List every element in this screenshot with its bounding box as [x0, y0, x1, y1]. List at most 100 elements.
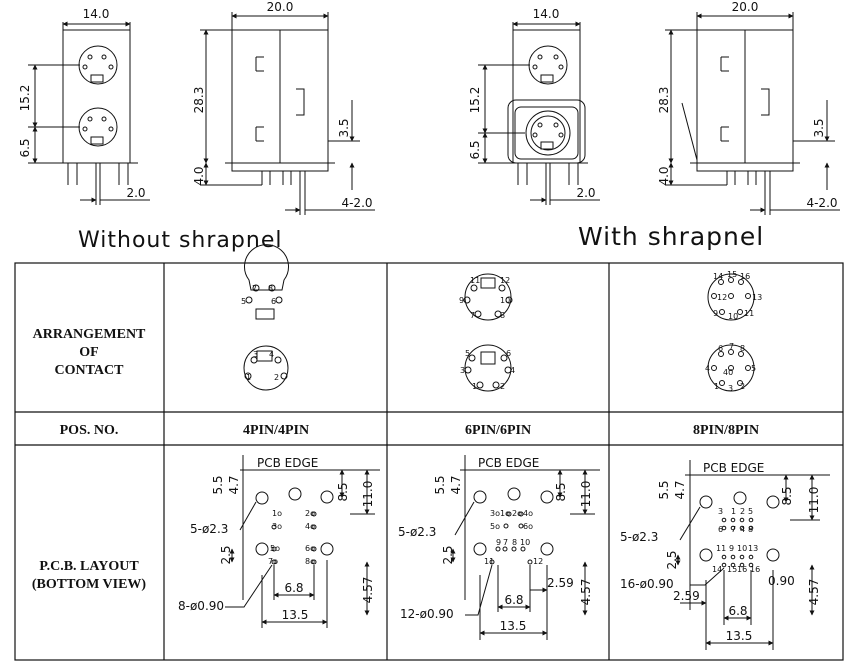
dim-right-front-width: 14.0 — [533, 7, 560, 21]
svg-text:5o: 5o — [270, 544, 280, 553]
svg-text:11: 11 — [716, 544, 726, 553]
svg-text:5: 5 — [748, 507, 753, 516]
svg-text:14: 14 — [712, 565, 722, 574]
c4-d2: 4.7 — [227, 475, 241, 494]
svg-text:5: 5 — [241, 297, 246, 306]
c4-d3: 8.5 — [336, 482, 350, 501]
svg-text:2: 2 — [740, 382, 745, 391]
row-pcb-line2: (BOTTOM VIEW) — [32, 577, 147, 592]
c6-d6: 6.8 — [504, 593, 523, 607]
svg-text:15: 15 — [727, 270, 737, 279]
svg-text:2o: 2o — [512, 509, 522, 518]
svg-text:10: 10 — [520, 538, 530, 547]
svg-text:13: 13 — [752, 293, 762, 302]
svg-text:9: 9 — [713, 309, 718, 318]
dim-left-a: 15.2 — [18, 85, 32, 112]
contact-8pin-bottom — [707, 344, 755, 392]
c8-d6: 6.8 — [728, 604, 747, 618]
dim-left-height: 28.3 — [192, 87, 206, 114]
left-side-view — [200, 12, 375, 215]
svg-text:4: 4 — [269, 350, 274, 359]
svg-text:5: 5 — [465, 349, 470, 358]
svg-text:4: 4 — [510, 366, 515, 375]
column-4pin: 4PIN/4PIN — [243, 423, 309, 438]
svg-text:12: 12 — [533, 557, 543, 566]
svg-text:8: 8 — [748, 525, 753, 534]
c6-d4: 11.0 — [579, 481, 593, 508]
c8-d7: 13.5 — [726, 629, 753, 643]
svg-text:8o: 8o — [305, 557, 315, 566]
c4-d1: 5.5 — [211, 475, 225, 494]
dim-right-e: 2.0 — [576, 186, 595, 200]
c4-d4: 11.0 — [361, 481, 375, 508]
svg-text:5: 5 — [751, 364, 756, 373]
dim-left-c: 3.5 — [337, 118, 351, 137]
svg-text:8: 8 — [740, 344, 745, 353]
c8-d3: 8.5 — [780, 486, 794, 505]
svg-text:2: 2 — [740, 507, 745, 516]
svg-text:14: 14 — [713, 272, 723, 281]
right-side-view — [665, 12, 840, 215]
contact-6pin-bottom — [464, 344, 512, 392]
svg-text:8: 8 — [512, 538, 517, 547]
c4-d5: 2.5 — [219, 545, 233, 564]
svg-text:8: 8 — [268, 284, 273, 293]
svg-text:6: 6 — [718, 344, 723, 353]
svg-text:1: 1 — [472, 382, 477, 391]
row-arrangement-line3: CONTACT — [55, 363, 125, 378]
svg-text:2: 2 — [500, 382, 505, 391]
svg-text:6o: 6o — [305, 544, 315, 553]
c6-h1: 5-ø2.3 — [398, 525, 436, 539]
contact-6pin-top — [463, 273, 513, 321]
svg-text:11: 11 — [470, 276, 480, 285]
svg-text:7: 7 — [729, 342, 734, 351]
c8-d4: 11.0 — [807, 487, 821, 514]
c8-d2: 4.7 — [673, 480, 687, 499]
column-8pin: 8PIN/8PIN — [693, 423, 759, 438]
c8-d5: 2.5 — [665, 550, 679, 569]
svg-text:40: 40 — [723, 368, 733, 377]
pcb-layout-8pin — [675, 460, 830, 650]
c8-d9: 2.59 — [673, 589, 700, 603]
pcb-edge-6pin: PCB EDGE — [478, 456, 539, 470]
c4-d6: 6.8 — [284, 581, 303, 595]
c8-h2: 16-ø0.90 — [620, 577, 674, 591]
svg-text:11: 11 — [744, 309, 754, 318]
svg-text:1: 1 — [714, 382, 719, 391]
svg-text:10: 10 — [728, 312, 738, 321]
pcb-edge-8pin: PCB EDGE — [703, 461, 764, 475]
table-grid — [14, 262, 844, 661]
c4-h2: 8-ø0.90 — [178, 599, 224, 613]
dim-right-f: 4-2.0 — [806, 196, 837, 210]
svg-text:4: 4 — [740, 525, 745, 534]
svg-text:5o: 5o — [490, 522, 500, 531]
left-front-view — [28, 21, 150, 205]
c8-d10: 0.90 — [768, 574, 795, 588]
caption-with-shrapnel: With shrapnel — [578, 222, 764, 251]
c6-h2: 12-ø0.90 — [400, 607, 454, 621]
dim-left-d: 4.0 — [192, 166, 206, 185]
c4-d8: 4.57 — [361, 577, 375, 604]
row-arrangement-line1: ARRANGEMENT — [33, 327, 146, 342]
c6-d1: 5.5 — [433, 475, 447, 494]
svg-text:3: 3 — [718, 507, 723, 516]
dim-left-front-width: 14.0 — [83, 7, 110, 21]
svg-text:4o: 4o — [523, 509, 533, 518]
svg-text:9: 9 — [496, 538, 501, 547]
svg-text:8: 8 — [500, 311, 505, 320]
dim-right-c: 3.5 — [812, 118, 826, 137]
c4-h1: 5-ø2.3 — [190, 522, 228, 536]
contact-4pin-bottom — [243, 345, 289, 391]
svg-text:6o: 6o — [523, 522, 533, 531]
dimension-labels: 14.0 20.0 28.3 15.2 6.5 3.5 4.0 2.0 4-2.… — [18, 0, 838, 253]
svg-text:4: 4 — [705, 364, 710, 373]
table-labels: ARRANGEMENT OF CONTACT POS. NO. P.C.B. L… — [32, 327, 759, 592]
svg-text:2: 2 — [274, 373, 279, 382]
svg-text:7: 7 — [503, 538, 508, 547]
dim-right-b: 6.5 — [468, 140, 482, 159]
svg-text:12: 12 — [500, 276, 510, 285]
dim-left-b: 6.5 — [18, 138, 32, 157]
svg-text:3o: 3o — [490, 509, 500, 518]
pcb-layout-6pin — [450, 455, 600, 640]
right-front-view — [478, 21, 600, 205]
